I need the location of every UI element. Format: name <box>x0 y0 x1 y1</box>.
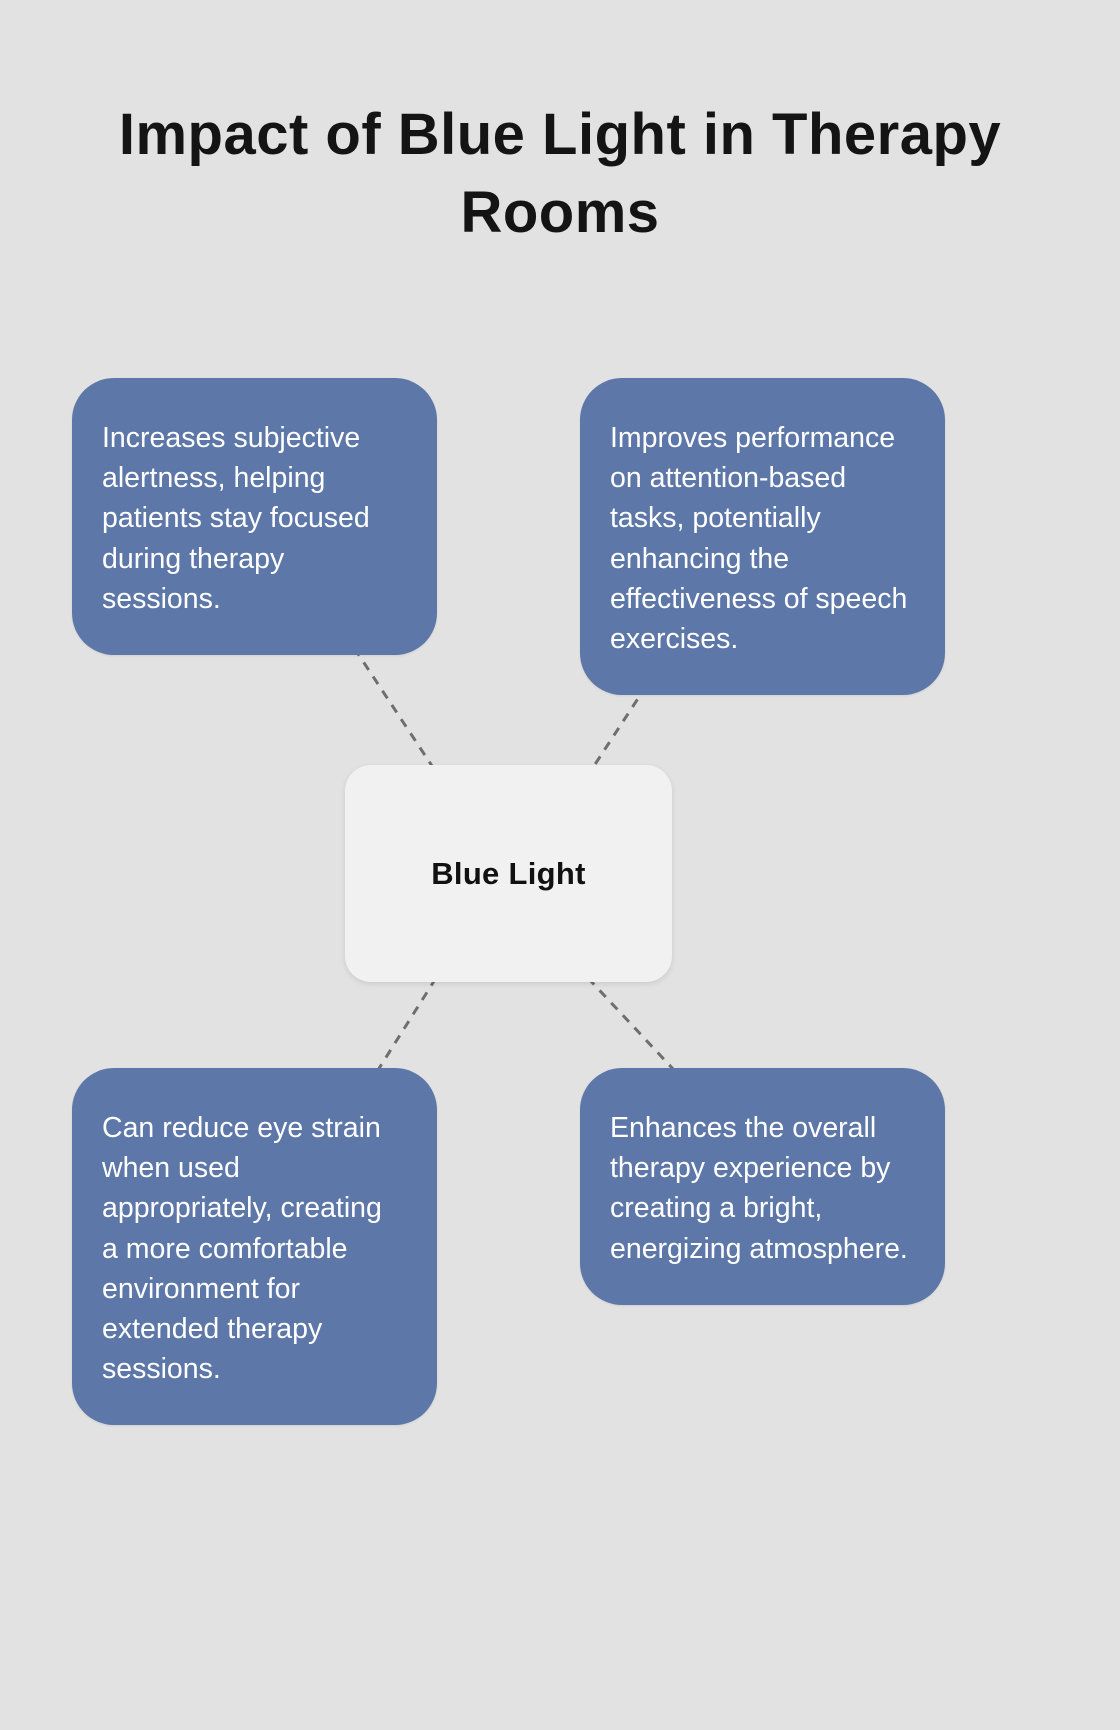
node-bottom-right: Enhances the overall therapy experience … <box>580 1068 945 1305</box>
center-node-label: Blue Light <box>431 855 586 891</box>
node-top-left-text: Increases subjective alertness, helping … <box>102 422 370 615</box>
node-bottom-right-text: Enhances the overall therapy experience … <box>610 1112 908 1265</box>
node-top-right-text: Improves performance on attention-based … <box>610 422 908 655</box>
node-top-left: Increases subjective alertness, helping … <box>72 378 437 655</box>
node-top-right: Improves performance on attention-based … <box>580 378 945 696</box>
connector-line-bottom-right <box>586 976 676 1072</box>
node-bottom-left: Can reduce eye strain when used appropri… <box>72 1068 437 1426</box>
connector-line-bottom-left <box>376 977 438 1071</box>
page-title: Impact of Blue Light in Therapy Rooms <box>118 102 1002 246</box>
center-node: Blue Light <box>345 765 672 982</box>
node-bottom-left-text: Can reduce eye strain when used appropri… <box>102 1112 382 1386</box>
